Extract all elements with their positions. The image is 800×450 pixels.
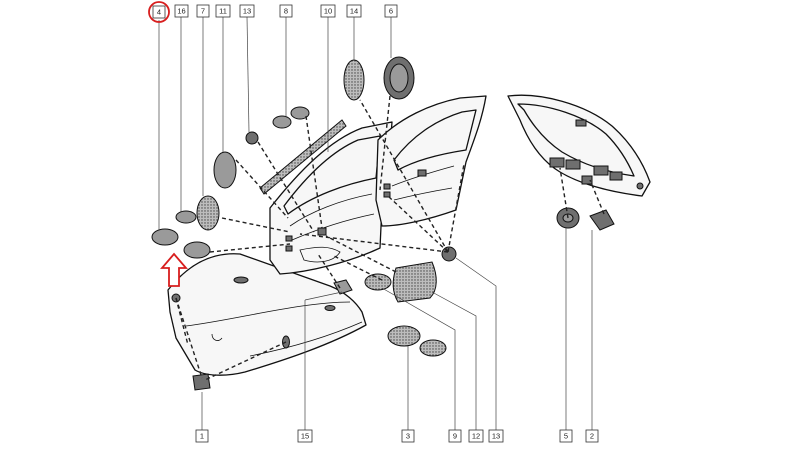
label-part-7: 7 <box>196 4 210 18</box>
svg-text:9: 9 <box>453 432 457 441</box>
part-14-plug <box>343 59 365 101</box>
svg-text:4: 4 <box>157 8 161 17</box>
svg-text:15: 15 <box>301 432 309 441</box>
part-13-plug <box>245 131 259 145</box>
label-part-1: 1 <box>195 429 209 443</box>
svg-text:16: 16 <box>177 7 185 16</box>
part-labels: 4 16 7 11 13 8 10 14 <box>152 4 599 443</box>
label-part-10: 10 <box>320 4 336 18</box>
svg-text:12: 12 <box>472 432 480 441</box>
label-part-14: 14 <box>346 4 362 18</box>
label-part-4: 4 <box>152 5 166 19</box>
label-part-13-top: 13 <box>239 4 255 18</box>
svg-text:11: 11 <box>219 7 227 16</box>
part-4-plug <box>151 228 179 246</box>
part-8-plug <box>272 115 292 129</box>
up-arrow-icon <box>160 252 188 287</box>
label-part-9: 9 <box>448 429 462 443</box>
svg-text:13: 13 <box>243 7 251 16</box>
svg-text:3: 3 <box>406 432 410 441</box>
part-11-plug <box>213 151 237 189</box>
tailgate <box>507 94 651 197</box>
part-7-plug <box>196 195 220 231</box>
label-part-12: 12 <box>468 429 484 443</box>
label-part-13-bottom: 13 <box>488 429 504 443</box>
part-8b-plug <box>290 106 310 120</box>
part-16-plug <box>175 210 197 224</box>
rear-door <box>375 95 487 227</box>
label-part-16: 16 <box>174 4 189 18</box>
svg-text:10: 10 <box>324 7 332 16</box>
front-door <box>269 121 393 275</box>
highlight-marker <box>148 1 188 287</box>
svg-text:6: 6 <box>389 7 393 16</box>
svg-text:14: 14 <box>350 7 358 16</box>
svg-text:8: 8 <box>284 7 288 16</box>
part-3b-plug <box>419 339 447 357</box>
part-15-plug <box>333 279 353 295</box>
label-part-8: 8 <box>279 4 293 18</box>
label-part-11: 11 <box>215 4 231 18</box>
svg-text:13: 13 <box>492 432 500 441</box>
part-2-plug <box>589 209 615 231</box>
label-part-15: 15 <box>297 429 313 443</box>
hood-panel <box>167 253 367 376</box>
svg-text:5: 5 <box>564 432 568 441</box>
label-part-5: 5 <box>559 429 573 443</box>
label-part-2: 2 <box>585 429 599 443</box>
part-3-plug <box>387 325 421 347</box>
svg-text:7: 7 <box>201 7 205 16</box>
svg-text:2: 2 <box>590 432 594 441</box>
leader-lines <box>158 16 593 430</box>
label-part-6: 6 <box>384 4 398 18</box>
part-12-pad <box>392 261 437 303</box>
highlight-circle <box>148 1 170 23</box>
part-1-plug <box>192 373 211 391</box>
part-7b-plug <box>183 241 211 259</box>
assembly-lines <box>175 95 605 381</box>
label-part-3: 3 <box>401 429 415 443</box>
door-seal-strip <box>259 119 347 195</box>
svg-text:1: 1 <box>200 432 204 441</box>
part-9-plug <box>364 273 392 291</box>
